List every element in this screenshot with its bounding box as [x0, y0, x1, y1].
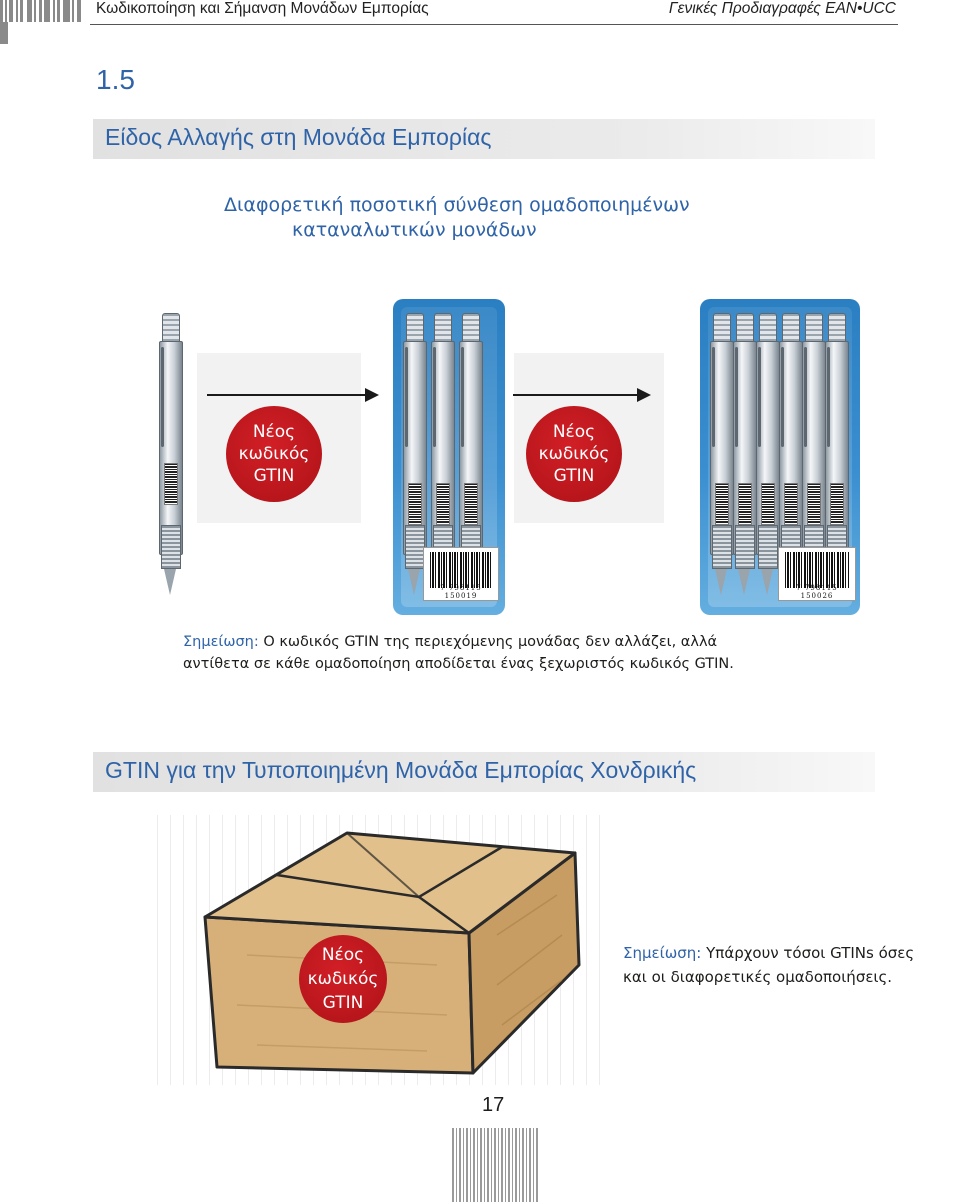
pack-of-6-image: 7 798115 150026 — [700, 299, 860, 615]
note-2-text: Υπάρχουν τόσοι GTINs όσες και οι διαφορε… — [623, 944, 915, 986]
header-document-title: Κωδικοποίηση και Σήμανση Μονάδων Εμπορία… — [96, 0, 429, 17]
page-number: 17 — [482, 1094, 505, 1116]
section-heading-band-2: GTIN για την Τυποποιημένη Μονάδα Εμπορία… — [93, 752, 875, 792]
single-pencil-image — [159, 313, 183, 595]
header-spec-title: Γενικές Προδιαγραφές EAN•UCC — [668, 0, 896, 17]
header-decorative-bars — [0, 0, 90, 44]
note-1-label: Σημείωση: — [183, 634, 259, 650]
figure-subtitle: Διαφορετική ποσοτική σύνθεση ομαδοποιημέ… — [224, 193, 744, 243]
note-2: Σημείωση: Υπάρχουν τόσοι GTINs όσες και … — [623, 941, 923, 989]
section-heading-2: GTIN για την Τυποποιημένη Μονάδα Εμπορία… — [105, 757, 697, 783]
section-heading-band: Είδος Αλλαγής στη Μονάδα Εμπορίας — [93, 119, 875, 159]
section-number: 1.5 — [96, 64, 135, 95]
subtitle-line-2: καταναλωτικών μονάδων — [292, 219, 537, 241]
note-1: Σημείωση: Ο κωδικός GTIN της περιεχόμενη… — [183, 632, 743, 675]
pack-3-barcode: 7 798115 150019 — [423, 547, 499, 601]
arrow-right-icon — [513, 388, 651, 402]
arrow-right-icon — [207, 388, 379, 402]
subtitle-line-1: Διαφορετική ποσοτική σύνθεση ομαδοποιημέ… — [224, 194, 690, 216]
header-divider — [90, 24, 898, 25]
note-1-text: Ο κωδικός GTIN της περιεχόμενης μονάδας … — [183, 634, 734, 672]
section-heading: Είδος Αλλαγής στη Μονάδα Εμπορίας — [105, 124, 492, 150]
footer-decorative-bars — [452, 1128, 540, 1202]
pack-6-barcode: 7 798115 150026 — [778, 547, 856, 601]
note-2-label: Σημείωση: — [623, 944, 702, 962]
pack-of-3-image: 7 798115 150019 — [393, 299, 505, 615]
